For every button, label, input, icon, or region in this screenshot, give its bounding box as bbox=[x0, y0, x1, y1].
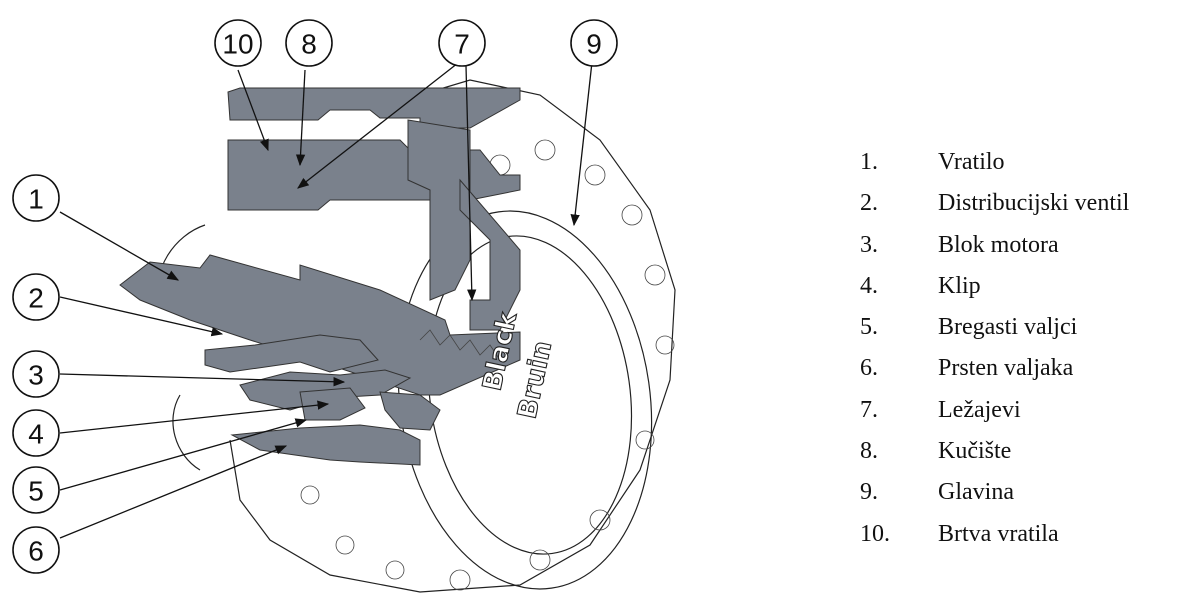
rear-body-outline bbox=[157, 224, 206, 471]
legend-number: 7. bbox=[860, 396, 878, 423]
legend-number: 3. bbox=[860, 231, 878, 258]
legend-label: Kučište bbox=[938, 438, 1012, 465]
legend-item: 1. Vratilo bbox=[860, 142, 1129, 183]
flange-bolts bbox=[300, 139, 675, 591]
callout-2: 2 bbox=[12, 273, 60, 321]
legend-number: 1. bbox=[860, 149, 878, 175]
leader-lines bbox=[59, 61, 593, 539]
legend-item: 4. Klip bbox=[860, 266, 1129, 307]
legend-label: Klip bbox=[938, 272, 981, 299]
motor-drawing: Black Bruin bbox=[119, 79, 676, 593]
parts-legend: 1. Vratilo 2. Distribucijski ventil 3. Blok… bbox=[860, 142, 1129, 555]
callout-9: 9 bbox=[570, 19, 618, 67]
svg-text:3: 3 bbox=[28, 360, 44, 391]
legend-label: Ležajevi bbox=[938, 396, 1021, 423]
legend-number: 2. bbox=[860, 190, 878, 217]
legend-item: 6. Prsten valjaka bbox=[860, 348, 1129, 389]
svg-text:4: 4 bbox=[28, 419, 44, 450]
cutaway-sections bbox=[119, 87, 521, 466]
svg-text:7: 7 bbox=[454, 29, 470, 60]
legend-label: Brtva vratila bbox=[938, 520, 1059, 547]
svg-text:6: 6 bbox=[28, 536, 44, 567]
legend-number: 8. bbox=[860, 438, 878, 465]
callout-7: 7 bbox=[438, 19, 486, 67]
svg-text:8: 8 bbox=[301, 29, 317, 60]
svg-text:2: 2 bbox=[28, 283, 44, 314]
legend-item: 10. Brtva vratila bbox=[860, 514, 1129, 555]
legend-label: Bregasti valjci bbox=[938, 314, 1078, 341]
legend-number: 9. bbox=[860, 479, 878, 506]
legend-label: Blok motora bbox=[938, 231, 1059, 258]
svg-text:1: 1 bbox=[28, 184, 44, 215]
legend-item: 3. Blok motora bbox=[860, 225, 1129, 266]
svg-text:10: 10 bbox=[222, 29, 253, 60]
legend-label: Prsten valjaka bbox=[938, 355, 1074, 382]
legend-label: Glavina bbox=[938, 479, 1014, 506]
callout-5: 5 bbox=[12, 466, 60, 514]
legend-item: 9. Glavina bbox=[860, 472, 1129, 513]
callout-3: 3 bbox=[12, 350, 60, 398]
legend-label: Vratilo bbox=[938, 149, 1005, 175]
legend-item: 2. Distribucijski ventil bbox=[860, 183, 1129, 224]
legend-item: 7. Ležajevi bbox=[860, 390, 1129, 431]
legend-item: 8. Kučište bbox=[860, 431, 1129, 472]
callout-6: 6 bbox=[12, 526, 60, 574]
legend-number: 5. bbox=[860, 314, 878, 341]
svg-text:5: 5 bbox=[28, 476, 44, 507]
callouts: 10 8 7 9 1 2 3 4 bbox=[12, 19, 618, 574]
callout-4: 4 bbox=[12, 409, 60, 457]
legend-number: 10. bbox=[860, 520, 890, 547]
legend-number: 6. bbox=[860, 355, 878, 382]
legend-label: Distribucijski ventil bbox=[938, 190, 1130, 217]
legend-number: 4. bbox=[860, 272, 878, 299]
svg-text:9: 9 bbox=[586, 29, 602, 60]
callout-1: 1 bbox=[12, 174, 60, 222]
callout-10: 10 bbox=[214, 19, 262, 67]
callout-8: 8 bbox=[285, 19, 333, 67]
legend-item: 5. Bregasti valjci bbox=[860, 307, 1129, 348]
